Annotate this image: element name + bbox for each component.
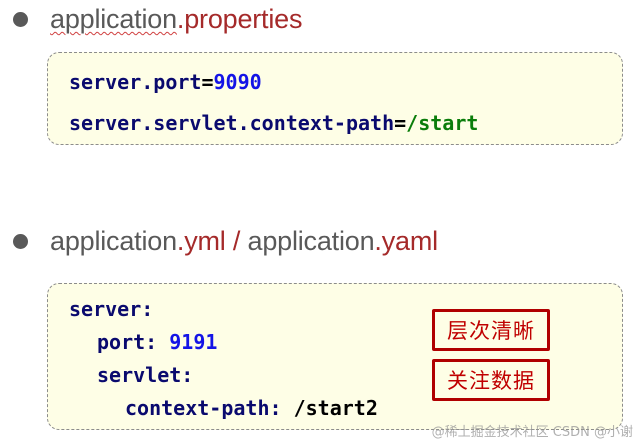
code-key: context-path: [125, 396, 270, 420]
yml-line-servlet: servlet:: [97, 363, 193, 387]
code-line-context-path: server.servlet.context-path=/start: [69, 111, 478, 135]
code-value: /start: [406, 111, 479, 135]
heading-extension-yaml: .yaml: [374, 226, 438, 256]
watermark: @稀土掘金技术社区 CSDN @小谢: [431, 425, 633, 440]
annotation-focus-on-data: 关注数据: [432, 359, 550, 401]
yml-code-block: server: port: 9191 servlet: context-path…: [47, 283, 623, 430]
code-colon: :: [269, 396, 294, 420]
heading-base: application: [247, 226, 375, 256]
heading-base: application: [50, 226, 177, 256]
heading-base: application: [50, 4, 177, 34]
code-colon: :: [181, 363, 194, 387]
yml-heading: application.yml / application.yaml: [50, 226, 438, 257]
heading-extension-yml: .yml: [176, 226, 226, 256]
code-value: 9191: [169, 330, 218, 354]
code-key: port: [97, 330, 146, 354]
code-key: server.servlet.context-path: [69, 111, 395, 135]
properties-code-block: server.port=9090 server.servlet.context-…: [47, 52, 623, 145]
code-key: servlet: [97, 363, 182, 387]
bullet-icon: [13, 234, 28, 249]
code-equals: =: [394, 111, 407, 135]
yml-line-port: port: 9191: [97, 330, 217, 354]
heading-separator: /: [225, 226, 248, 256]
code-value: 9090: [213, 70, 262, 94]
code-key: server.port: [69, 70, 202, 94]
code-colon: :: [141, 297, 154, 321]
code-value: /start2: [293, 396, 378, 420]
properties-heading: application.properties: [50, 4, 302, 35]
code-line-port: server.port=9090: [69, 70, 262, 94]
code-colon: :: [145, 330, 170, 354]
code-key: server: [69, 297, 142, 321]
heading-extension: .properties: [176, 4, 303, 34]
bullet-icon: [13, 12, 28, 27]
yml-line-context-path: context-path: /start2: [125, 396, 378, 420]
yml-line-server: server:: [69, 297, 153, 321]
code-equals: =: [201, 70, 214, 94]
annotation-clear-hierarchy: 层次清晰: [432, 309, 550, 351]
